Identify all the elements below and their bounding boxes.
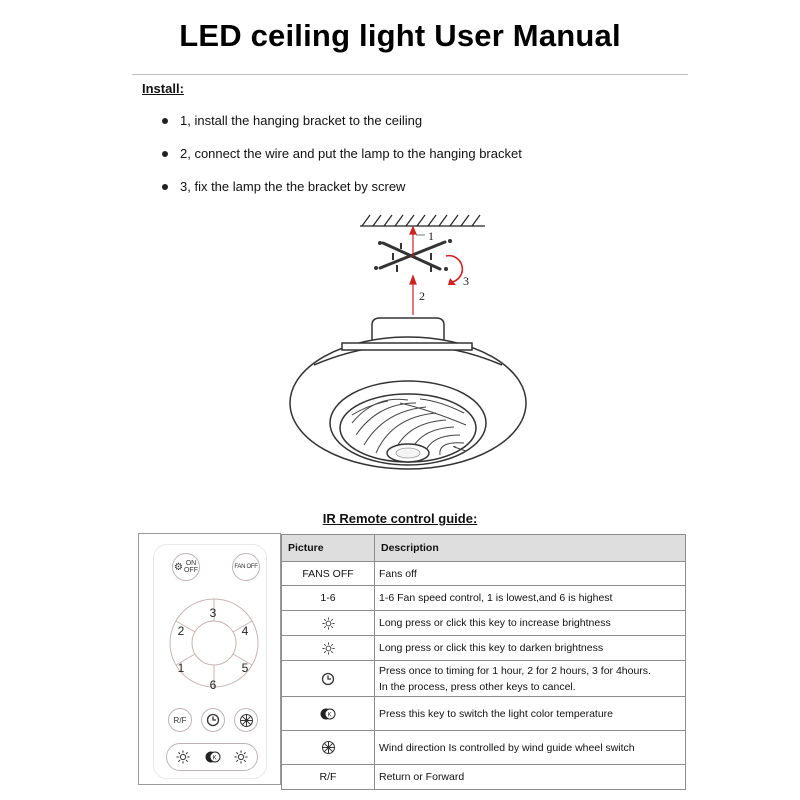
speed-button-1: 1 bbox=[177, 661, 185, 675]
description-cell: Return or Forward bbox=[374, 764, 686, 790]
step-text: 2, connect the wire and put the lamp to … bbox=[180, 146, 522, 161]
table-row: Wind direction Is controlled by wind gui… bbox=[281, 730, 686, 765]
fan-off-label: FAN OFF bbox=[234, 563, 258, 570]
page-title: LED ceiling light User Manual bbox=[179, 18, 621, 53]
divider bbox=[132, 74, 688, 75]
install-step: 2, connect the wire and put the lamp to … bbox=[162, 146, 682, 179]
table-row: Long press or click this key to increase… bbox=[281, 610, 686, 636]
table-row: Long press or click this key to darken b… bbox=[281, 635, 686, 661]
svg-text:K: K bbox=[328, 712, 332, 718]
picture-cell bbox=[281, 730, 375, 765]
rf-label: R/F bbox=[173, 715, 187, 725]
picture-cell: 1-6 bbox=[281, 585, 375, 611]
fan-blades bbox=[351, 398, 467, 462]
rf-button: R/F bbox=[168, 708, 192, 732]
speed-button-2: 2 bbox=[177, 624, 185, 638]
sun-icon bbox=[321, 616, 335, 630]
speed-button-5: 5 bbox=[241, 661, 249, 675]
wind-direction-icon bbox=[239, 713, 253, 727]
fan-off-button: FAN OFF bbox=[232, 553, 260, 581]
install-step: 1, install the hanging bracket to the ce… bbox=[162, 113, 682, 146]
step-text: 1, install the hanging bracket to the ce… bbox=[180, 113, 423, 128]
description-cell: Fans off bbox=[374, 561, 686, 586]
svg-text:K: K bbox=[213, 756, 217, 762]
description-cell: 1-6 Fan speed control, 1 is lowest,and 6… bbox=[374, 585, 686, 611]
table-row: K Press this key to switch the light col… bbox=[281, 696, 686, 731]
description-cell: Long press or click this key to increase… bbox=[374, 610, 686, 636]
label-3: 3 bbox=[463, 274, 469, 288]
color-temp-icon: K bbox=[320, 708, 336, 719]
sun-icon bbox=[321, 641, 335, 655]
speed-button-4: 4 bbox=[241, 624, 249, 638]
remote-guide-table: Picture Description FANS OFF Fans off 1-… bbox=[281, 534, 686, 790]
gear-icon: ⚙ bbox=[174, 561, 183, 573]
clock-icon bbox=[206, 713, 220, 727]
color-temp-icon: K bbox=[205, 751, 221, 763]
bullet bbox=[162, 118, 168, 124]
description-cell: Wind direction Is controlled by wind gui… bbox=[374, 730, 686, 765]
screws bbox=[374, 239, 452, 272]
table-row: FANS OFF Fans off bbox=[281, 561, 686, 586]
bullet bbox=[162, 151, 168, 157]
picture-cell: FANS OFF bbox=[281, 561, 375, 586]
wind-direction-button bbox=[234, 708, 258, 732]
install-heading: Install: bbox=[142, 81, 184, 96]
sun-icon bbox=[176, 750, 190, 764]
installation-diagram: 1 2 3 bbox=[289, 214, 527, 470]
picture-cell bbox=[281, 660, 375, 697]
description-line: Press once to timing for 1 hour, 2 for 2… bbox=[379, 664, 651, 677]
arrow-up-icon bbox=[409, 274, 417, 315]
clock-icon bbox=[321, 672, 335, 685]
table-row: Press once to timing for 1 hour, 2 for 2… bbox=[281, 660, 686, 697]
label-2: 2 bbox=[419, 289, 425, 303]
picture-cell: K bbox=[281, 696, 375, 731]
table-header: Picture bbox=[281, 534, 375, 562]
install-steps: 1, install the hanging bracket to the ce… bbox=[162, 113, 682, 212]
timer-button bbox=[201, 708, 225, 732]
table-row: 1-6 1-6 Fan speed control, 1 is lowest,a… bbox=[281, 585, 686, 611]
speed-ring bbox=[169, 598, 259, 688]
sun-icon bbox=[234, 750, 248, 764]
description-cell: Press once to timing for 1 hour, 2 for 2… bbox=[374, 660, 686, 697]
wind-direction-icon bbox=[321, 741, 335, 754]
speed-button-3: 3 bbox=[209, 606, 217, 620]
description-cell: Long press or click this key to darken b… bbox=[374, 635, 686, 661]
label-1: 1 bbox=[428, 229, 434, 243]
speed-button-6: 6 bbox=[209, 678, 217, 692]
table-row: R/F Return or Forward bbox=[281, 764, 686, 790]
step-text: 3, fix the lamp the the bracket by screw bbox=[180, 179, 406, 194]
ir-guide-heading: IR Remote control guide: bbox=[322, 511, 478, 526]
picture-cell bbox=[281, 635, 375, 661]
arrow-up-icon bbox=[409, 225, 417, 257]
picture-cell: R/F bbox=[281, 764, 375, 790]
install-step: 3, fix the lamp the the bracket by screw bbox=[162, 179, 682, 212]
ceiling-hatch bbox=[360, 214, 485, 227]
description-cell: Press this key to switch the light color… bbox=[374, 696, 686, 731]
picture-cell bbox=[281, 610, 375, 636]
table-header-row: Picture Description bbox=[281, 534, 686, 562]
description-line: In the process, press other keys to canc… bbox=[379, 680, 576, 693]
table-header: Description bbox=[374, 534, 686, 562]
brightness-pill bbox=[166, 743, 258, 771]
bullet bbox=[162, 184, 168, 190]
rotate-arrow-icon bbox=[445, 254, 464, 283]
